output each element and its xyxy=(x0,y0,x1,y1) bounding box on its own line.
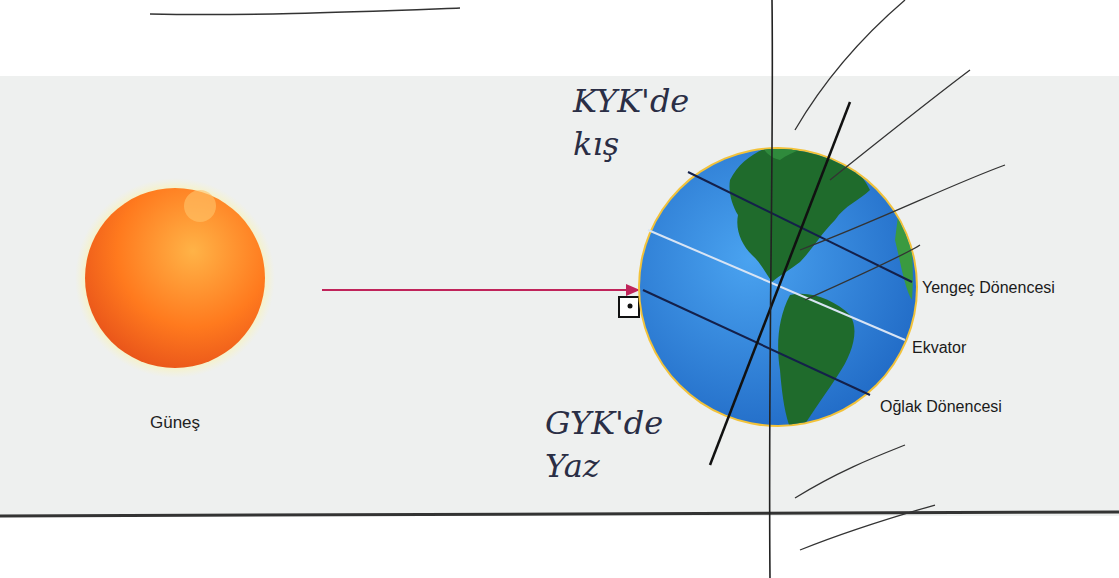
right-angle-mark xyxy=(619,297,639,317)
sun-disc xyxy=(85,188,265,368)
pen-stroke xyxy=(830,70,970,180)
panel-edge xyxy=(0,512,1119,516)
earth-axis xyxy=(710,102,850,465)
pen-stroke xyxy=(795,445,905,498)
tropic-of-cancer xyxy=(688,172,912,282)
pen-stroke xyxy=(800,505,935,550)
latitude-label: Ekvator xyxy=(912,339,966,357)
panel-ground xyxy=(0,76,1119,516)
sun-spot xyxy=(184,190,216,222)
handwritten-note: KYK'de kış xyxy=(573,80,713,166)
pen-stroke xyxy=(805,245,920,300)
right-angle-dot xyxy=(628,304,633,309)
south-america xyxy=(778,294,854,440)
pen-vertical xyxy=(770,0,773,578)
latitude-label: Oğlak Dönencesi xyxy=(880,398,1002,416)
pen-stroke xyxy=(800,165,1005,250)
equator-line xyxy=(648,230,905,340)
latitude-label: Yengeç Dönencesi xyxy=(922,279,1055,297)
north-america xyxy=(729,140,870,282)
sun-shape xyxy=(75,178,275,372)
pen-stroke xyxy=(150,8,460,15)
arrow-head xyxy=(626,284,640,296)
greenland xyxy=(760,135,815,160)
sun-glow xyxy=(75,178,275,378)
pen-stroke xyxy=(795,0,905,130)
sunray-arrow xyxy=(322,289,628,291)
sun-label: Güneş xyxy=(150,413,200,433)
handwritten-note: GYK'de Yaz xyxy=(545,402,685,488)
sun-node: Güneş xyxy=(75,178,275,441)
